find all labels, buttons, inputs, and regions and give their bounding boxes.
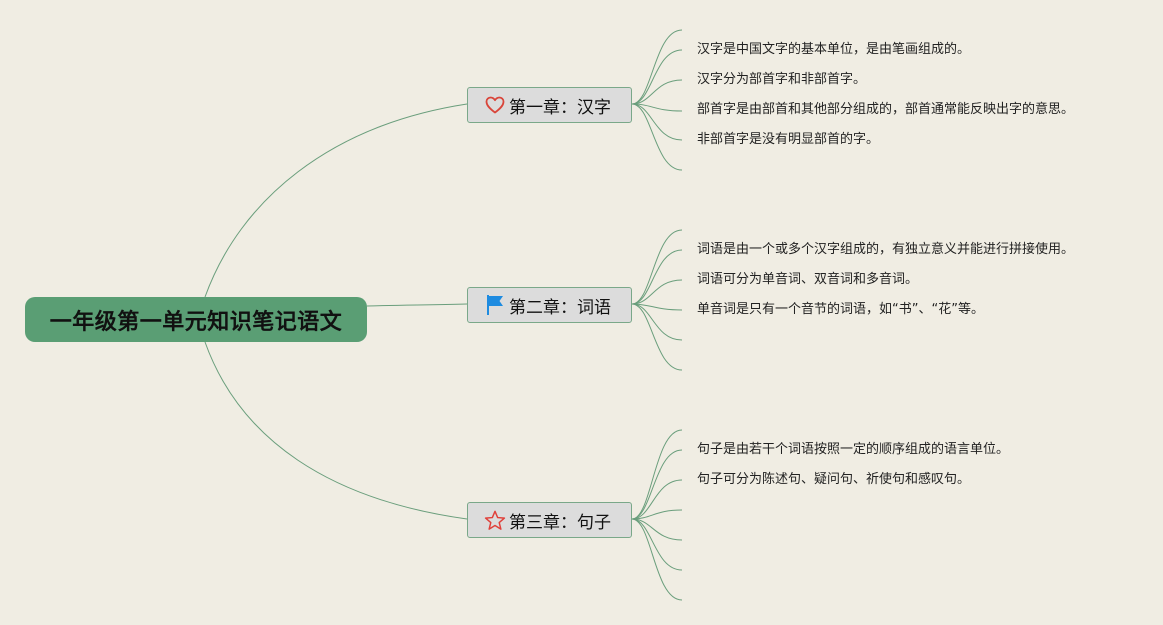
- note-text: 部首字是由部首和其他部分组成的，部首通常能反映出字的意思。: [697, 102, 1075, 117]
- note-text: 句子可分为陈述句、疑问句、祈使句和感叹句。: [697, 472, 971, 487]
- chapter-node-1[interactable]: 第一章：汉字: [467, 87, 632, 123]
- fan-branch-2-6: [631, 303, 683, 371]
- chapter-node-3[interactable]: 第三章：句子: [467, 502, 632, 538]
- chapter-node-2[interactable]: 第二章：词语: [467, 287, 632, 323]
- central-topic[interactable]: 一年级第一单元知识笔记语文: [25, 297, 367, 342]
- note-text: 非部首字是没有明显部首的字。: [697, 132, 880, 147]
- chapter-title: 第一章：汉字: [509, 97, 611, 118]
- fan-branch-3-4: [631, 509, 683, 520]
- star-icon: [484, 509, 506, 531]
- fan-branch-2-3: [631, 279, 683, 305]
- fan-branch-1-3: [631, 79, 683, 105]
- fan-branch-1-5: [631, 103, 683, 141]
- fan-branch-1-1: [631, 29, 683, 105]
- fan-branch-3-2: [631, 449, 683, 520]
- fan-branch-3-6: [631, 518, 683, 571]
- note-text: 汉字是中国文字的基本单位，是由笔画组成的。: [697, 42, 971, 57]
- fan-branch-3-7: [631, 518, 683, 601]
- fan-branch-3-5: [631, 518, 683, 541]
- fan-branch-2-5: [631, 303, 683, 341]
- link-central-chapter-1: [204, 103, 468, 298]
- note-text: 词语可分为单音词、双音词和多音词。: [697, 272, 919, 287]
- fan-branch-2-2: [631, 249, 683, 305]
- fan-branch-3-1: [631, 429, 683, 520]
- chapter-title: 第三章：句子: [509, 512, 611, 533]
- note-text: 汉字分为部首字和非部首字。: [697, 72, 867, 87]
- link-central-chapter-3: [204, 341, 468, 520]
- central-topic-label: 一年级第一单元知识笔记语文: [49, 309, 343, 335]
- fan-branch-2-1: [631, 229, 683, 305]
- note-text: 句子是由若干个词语按照一定的顺序组成的语言单位。: [697, 442, 1010, 457]
- heart-icon: [484, 94, 506, 116]
- chapter-title: 第二章：词语: [509, 297, 611, 318]
- fan-branch-1-2: [631, 49, 683, 105]
- note-text: 单音词是只有一个音节的词语，如“书”、“花”等。: [697, 302, 984, 317]
- note-text: 词语是由一个或多个汉字组成的，有独立意义并能进行拼接使用。: [697, 242, 1075, 257]
- fan-branch-3-3: [631, 479, 683, 520]
- link-central-chapter-2: [366, 303, 468, 307]
- fan-branch-1-6: [631, 103, 683, 171]
- flag-icon: [484, 294, 506, 316]
